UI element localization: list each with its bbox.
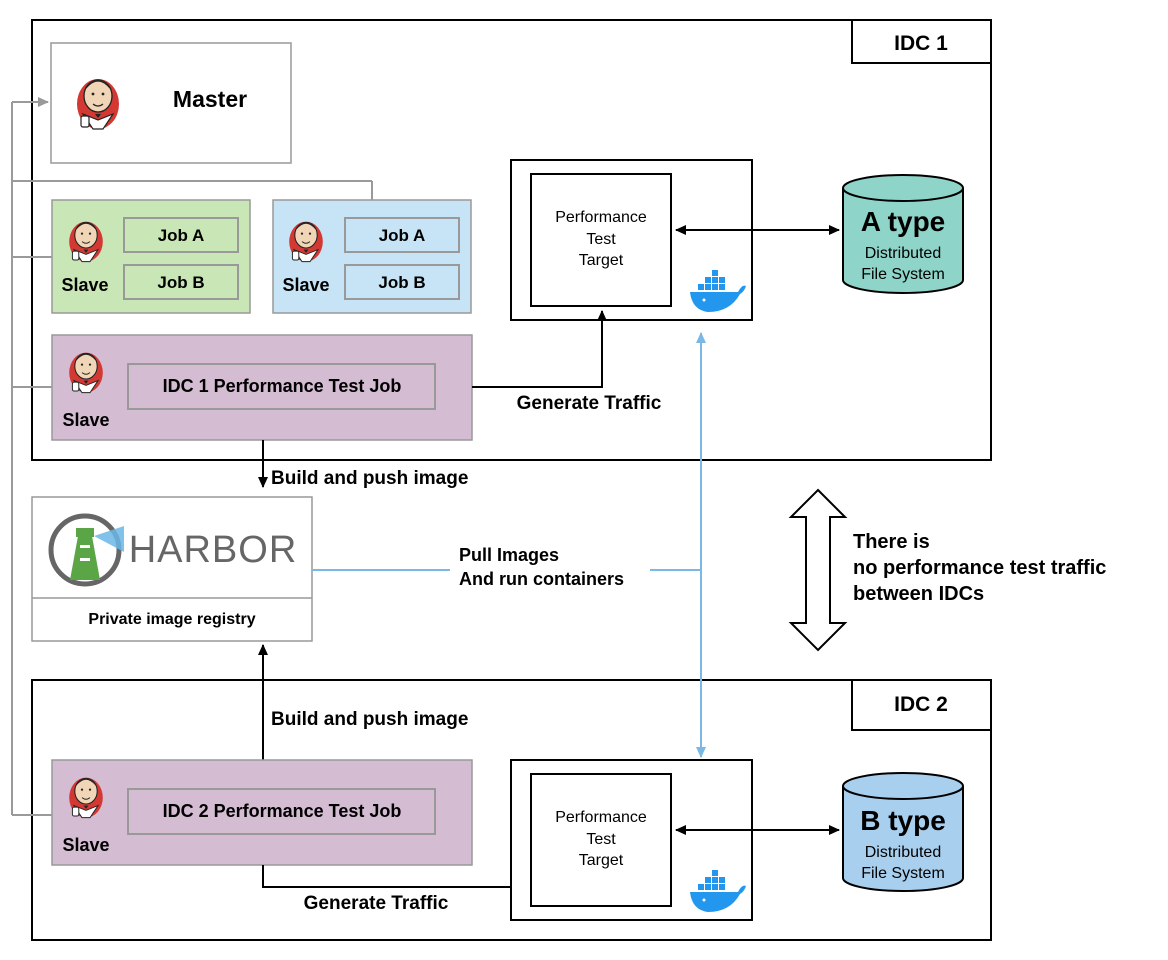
storage-b-cylinder — [842, 772, 964, 892]
slave-green-job-a-box — [123, 217, 239, 253]
edge-generate-traffic-2 — [262, 865, 528, 892]
no-traffic-double-arrow — [788, 488, 848, 652]
storage-b-line2: File System — [861, 865, 945, 882]
note-line2: no performance test traffic — [853, 557, 1106, 579]
target-idc2-line3: Target — [579, 852, 624, 869]
edge-generate-traffic-1 — [472, 310, 607, 388]
target-idc1-line3: Target — [579, 252, 624, 269]
idc1-label: IDC 1 — [894, 32, 948, 55]
slave-idc1-job-box — [127, 363, 436, 410]
edge-build-push-2-label: Build and push image — [271, 709, 468, 730]
master-connectors — [11, 97, 373, 816]
edge-generate-traffic-2-label: Generate Traffic — [304, 893, 449, 914]
harbor-logo-text: HARBOR — [129, 529, 298, 571]
storage-a-cylinder — [842, 174, 964, 294]
target-idc2-line1: Performance — [555, 809, 647, 826]
jenkins-butler-icon — [288, 221, 324, 263]
target-idc1-line2: Test — [586, 231, 616, 248]
harbor-caption: Private image registry — [88, 611, 255, 628]
slave-idc2-label: Slave — [62, 835, 109, 855]
slave-blue-job-a: Job A — [379, 226, 426, 245]
harbor-lighthouse-icon — [48, 513, 124, 587]
slave-blue-label: Slave — [282, 275, 329, 295]
idc2-label-box — [851, 679, 992, 731]
storage-b-line1: Distributed — [865, 844, 941, 861]
slave-green-label: Slave — [61, 275, 108, 295]
storage-a-line2: File System — [861, 266, 945, 283]
storage-a-line1: Distributed — [865, 245, 941, 262]
slave-idc1-label: Slave — [62, 410, 109, 430]
storage-b-type: B type — [860, 805, 946, 836]
jenkins-butler-icon — [68, 777, 104, 819]
slave-idc1-job: IDC 1 Performance Test Job — [163, 376, 402, 396]
slave-blue-job-a-box — [344, 217, 460, 253]
edge-pull-images-line1: Pull Images — [459, 545, 559, 565]
slave-green-job-b: Job B — [157, 273, 204, 292]
idc1-container — [31, 19, 992, 461]
slave-idc2-job-box — [127, 788, 436, 835]
slave-green-job-b-box — [123, 264, 239, 300]
target-idc1-line1: Performance — [555, 209, 647, 226]
edge-build-push-1-label: Build and push image — [271, 468, 468, 489]
storage-a-type: A type — [861, 206, 946, 237]
slave-blue-job-b-box — [344, 264, 460, 300]
note-line1: There is — [853, 531, 930, 553]
target-idc2-inner — [530, 773, 672, 907]
slave-green-job-a: Job A — [158, 226, 205, 245]
target-idc1-inner — [530, 173, 672, 307]
idc2-container — [31, 679, 992, 941]
edge-generate-traffic-1-label: Generate Traffic — [517, 393, 662, 414]
note-line3: between IDCs — [853, 583, 984, 605]
target-idc2-line2: Test — [586, 831, 616, 848]
idc2-label: IDC 2 — [894, 693, 948, 716]
master-label: Master — [173, 86, 247, 112]
jenkins-butler-icon — [68, 221, 104, 263]
slave-blue-job-b: Job B — [378, 273, 425, 292]
slave-idc2-job: IDC 2 Performance Test Job — [163, 801, 402, 821]
edge-pull-images-line2: And run containers — [459, 569, 624, 589]
jenkins-butler-icon — [76, 78, 120, 130]
edge-pull-images — [312, 332, 706, 758]
jenkins-butler-icon — [68, 352, 104, 394]
idc1-label-box — [851, 19, 992, 64]
